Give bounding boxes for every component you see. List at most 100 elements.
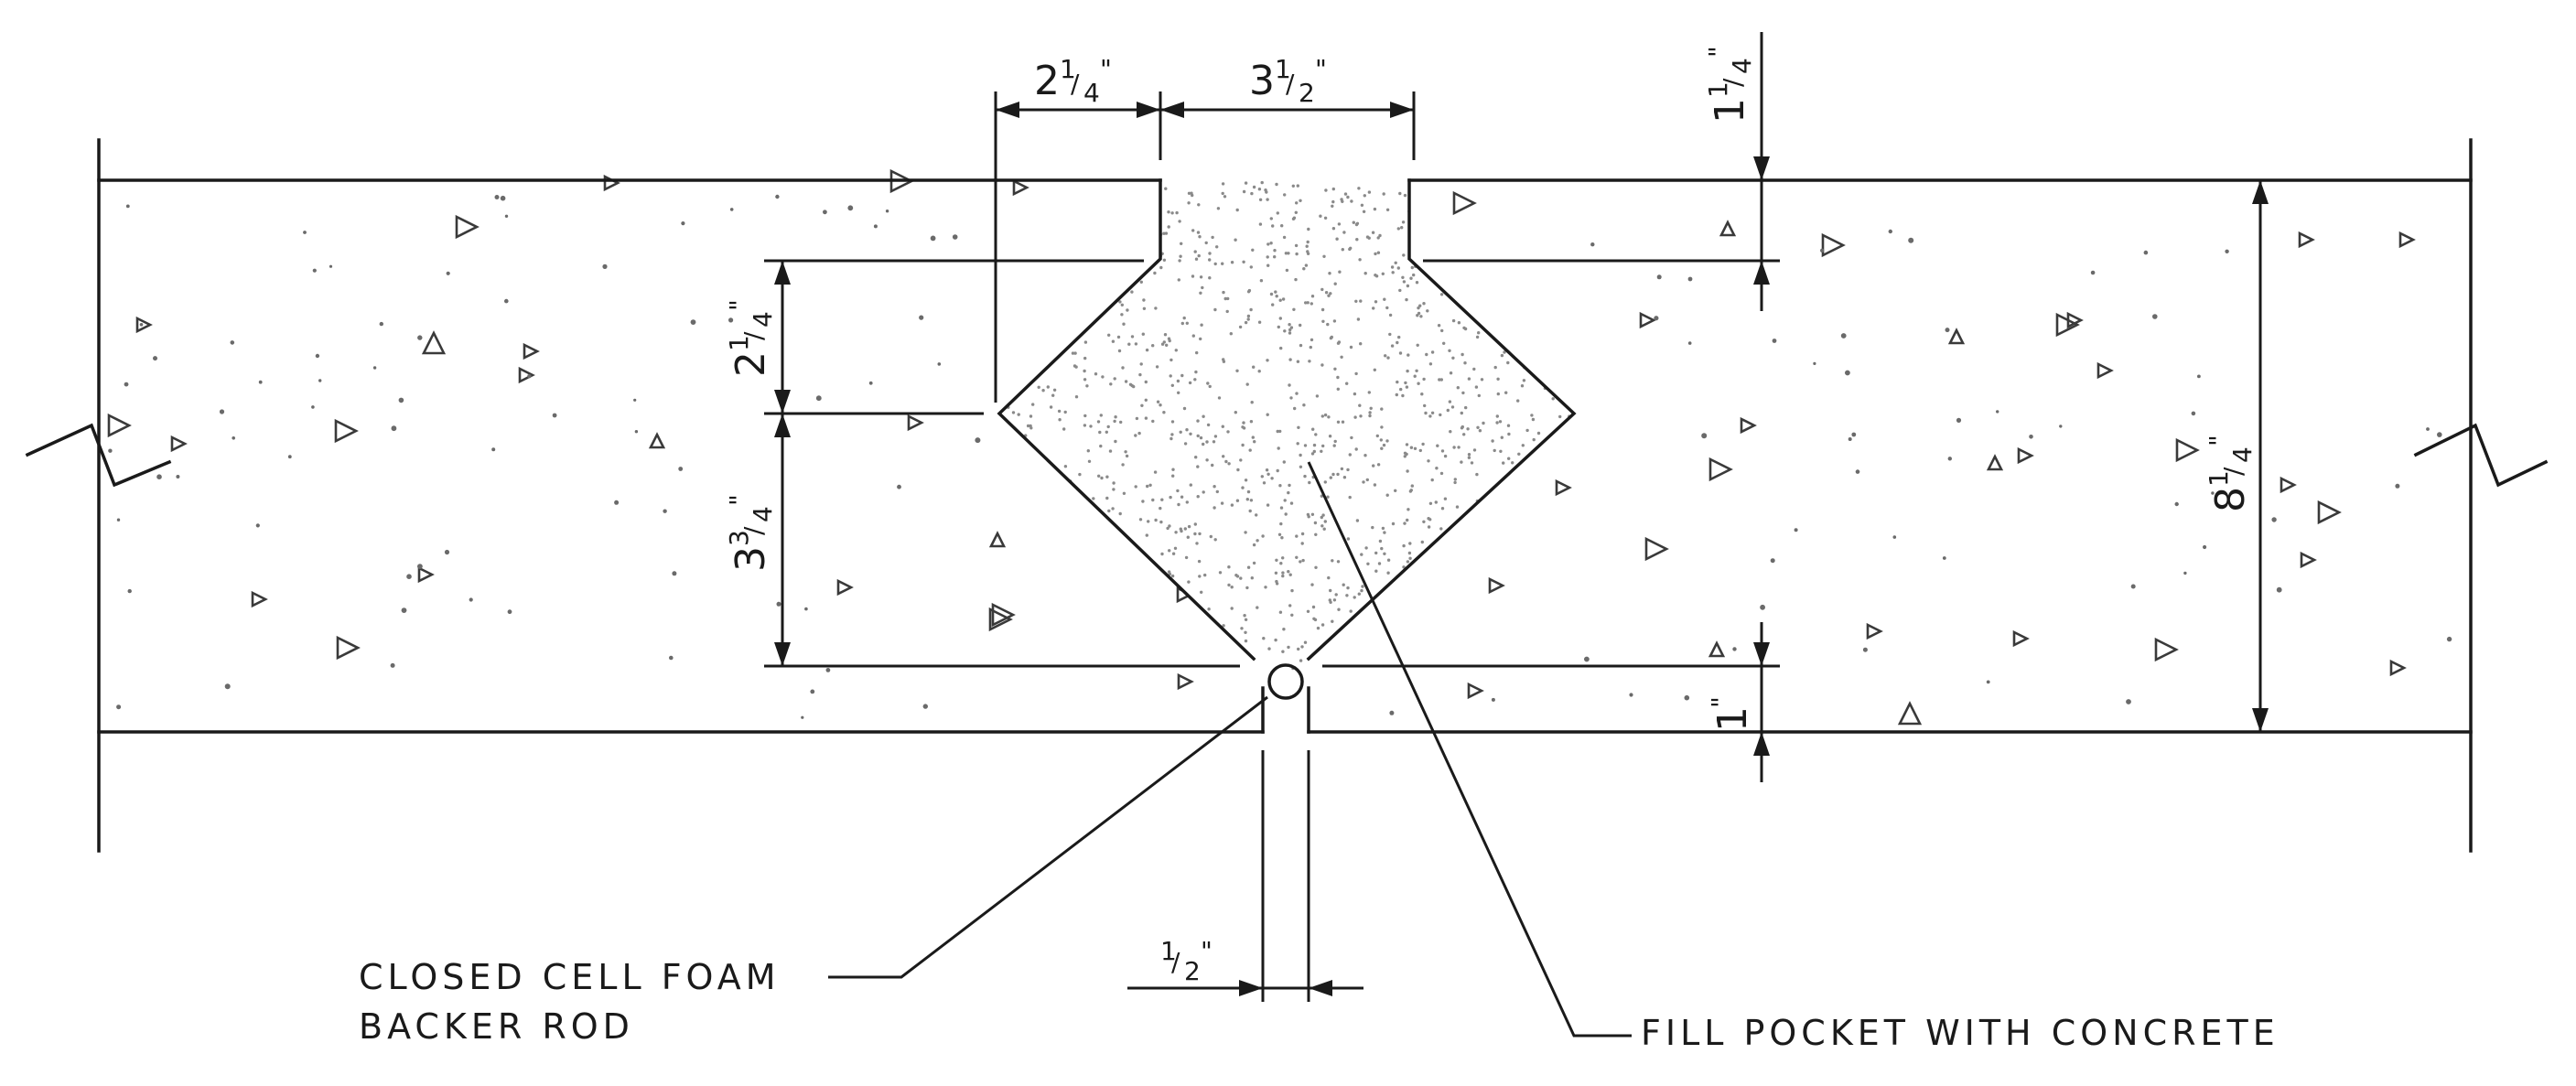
aggregate-speck	[2090, 270, 2096, 275]
aggregate-speck	[1687, 276, 1693, 282]
stipple-dot	[1235, 208, 1239, 212]
stipple-dot	[1279, 346, 1283, 350]
stipple-dot	[1310, 302, 1314, 306]
stipple-dot	[1177, 391, 1180, 394]
stipple-dot	[1276, 429, 1279, 434]
stipple-dot	[1313, 521, 1318, 525]
stipple-dot	[1386, 558, 1391, 562]
stipple-dot	[1288, 383, 1291, 387]
arrowhead	[1753, 642, 1770, 666]
stipple-dot	[1288, 573, 1292, 576]
stipple-dot	[1409, 446, 1414, 449]
stipple-dot	[1376, 463, 1381, 467]
stipple-dot	[1176, 489, 1180, 493]
aggregate-speck	[678, 467, 684, 471]
aggregate-speck	[1945, 328, 1950, 333]
stipple-dot	[1388, 313, 1393, 317]
stipple-dot	[1113, 377, 1116, 381]
stipple-dot	[1491, 439, 1494, 443]
stipple-dot	[1029, 414, 1033, 418]
stipple-dot	[1294, 277, 1298, 282]
aggregate-triangle	[2317, 500, 2342, 525]
stipple-dot	[1363, 194, 1367, 198]
stipple-dot	[1402, 280, 1407, 284]
svg-text:": "	[1703, 46, 1733, 58]
stipple-dot	[1085, 384, 1089, 388]
stipple-dot	[1132, 384, 1136, 389]
stipple-dot	[1207, 608, 1211, 611]
stipple-dot	[1083, 340, 1088, 344]
stipple-dot	[1331, 187, 1336, 191]
aggregate-triangle	[1897, 701, 1923, 726]
stipple-dot	[1379, 438, 1384, 442]
stipple-dot	[1336, 375, 1340, 380]
stipple-dot	[1140, 403, 1144, 407]
stipple-dot	[1144, 416, 1148, 420]
stipple-dot	[1551, 397, 1555, 401]
stipple-dot	[1164, 187, 1168, 190]
svg-text:2: 2	[728, 351, 774, 377]
stipple-dot	[1105, 475, 1109, 478]
stipple-dot	[1183, 442, 1188, 446]
stipple-dot	[1170, 433, 1174, 436]
aggregate-speck	[1862, 647, 1868, 652]
stipple-dot	[1310, 338, 1314, 342]
stipple-dot	[1306, 252, 1310, 255]
stipple-dot	[1407, 508, 1410, 511]
stipple-dot	[1300, 542, 1304, 545]
stipple-dot	[1278, 484, 1282, 488]
stipple-dot	[1290, 613, 1294, 617]
stipple-dot	[1180, 321, 1185, 326]
stipple-dot	[1057, 409, 1062, 414]
aggregate-speck	[372, 366, 377, 370]
stipple-dot	[1288, 323, 1291, 327]
stipple-dot	[1303, 474, 1307, 478]
aggregate-speck	[602, 263, 608, 269]
arrowhead	[1753, 732, 1770, 756]
stipple-dot	[1329, 476, 1333, 479]
svg-text:3: 3	[728, 546, 774, 572]
stipple-dot	[1154, 518, 1158, 522]
stipple-dot	[1201, 285, 1204, 290]
aggregate-speck	[1986, 680, 1990, 684]
stipple-dot	[1368, 414, 1372, 418]
stipple-dot	[1252, 185, 1256, 189]
stipple-dot	[1215, 489, 1220, 494]
stipple-dot	[1405, 443, 1409, 446]
stipple-dot	[1249, 265, 1254, 269]
arrowhead	[774, 414, 791, 437]
stipple-dot	[1302, 267, 1306, 271]
stipple-dot	[1496, 392, 1501, 396]
aggregate-speck	[417, 564, 423, 569]
stipple-dot	[1343, 192, 1348, 196]
stipple-dot	[1213, 485, 1216, 489]
aggregate-speck	[258, 380, 263, 384]
stipple-dot	[1308, 360, 1311, 363]
stipple-dot	[1139, 280, 1144, 284]
stipple-dot	[1274, 571, 1278, 575]
stipple-dot	[1398, 288, 1402, 293]
aggregate-triangle	[336, 635, 361, 661]
stipple-dot	[1460, 460, 1463, 464]
stipple-dot	[1295, 252, 1299, 256]
stipple-dot	[1187, 201, 1191, 205]
stipple-dot	[1506, 424, 1511, 427]
stipple-dot	[1175, 210, 1179, 215]
stipple-dot	[1186, 535, 1191, 539]
stipple-dot	[1346, 537, 1351, 541]
stipple-dot	[1208, 258, 1212, 262]
stipple-dot	[1424, 411, 1428, 415]
stipple-dot	[1202, 414, 1205, 418]
dim-top-left-width: 2 1 / 4 "	[1034, 54, 1112, 108]
aggregate-speck	[1654, 316, 1659, 321]
stipple-dot	[1312, 443, 1317, 447]
stipple-dot	[1275, 182, 1278, 187]
stipple-dot	[1269, 242, 1273, 245]
stipple-dot	[1377, 562, 1382, 565]
aggregate-speck	[2143, 250, 2149, 255]
stipple-dot	[1235, 369, 1239, 372]
stipple-dot	[1239, 576, 1243, 580]
stipple-dot	[1205, 458, 1209, 462]
svg-text:": "	[2204, 435, 2234, 446]
